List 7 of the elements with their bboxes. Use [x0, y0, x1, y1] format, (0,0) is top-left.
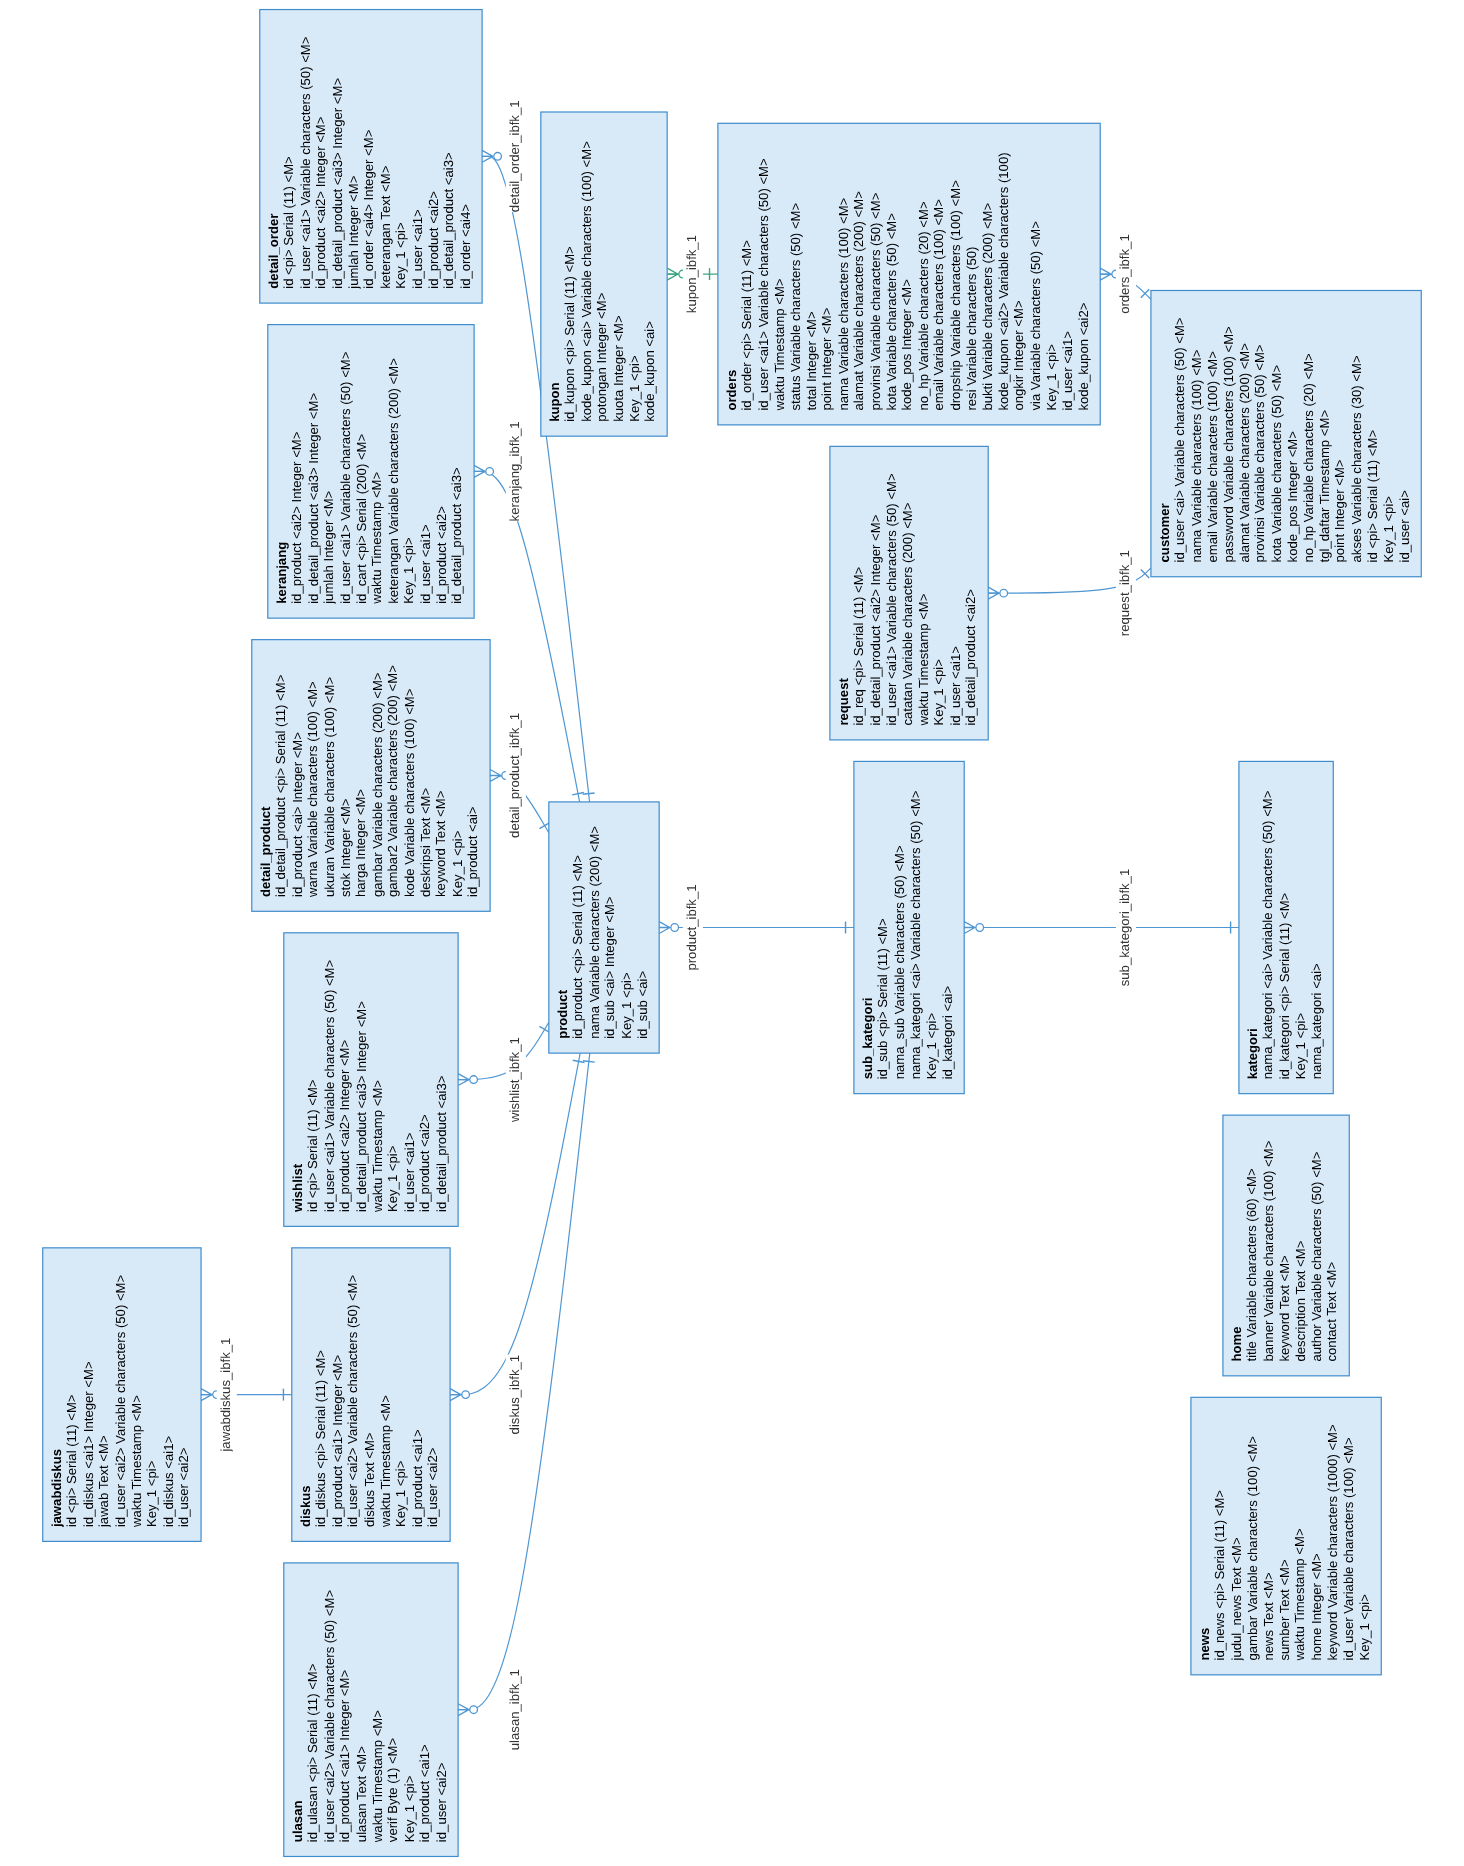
connector — [987, 567, 1152, 600]
connector — [457, 1052, 596, 1717]
connector — [473, 464, 585, 803]
connector — [449, 1052, 586, 1402]
connector — [658, 920, 855, 935]
connector — [481, 149, 596, 803]
connector — [963, 920, 1240, 935]
